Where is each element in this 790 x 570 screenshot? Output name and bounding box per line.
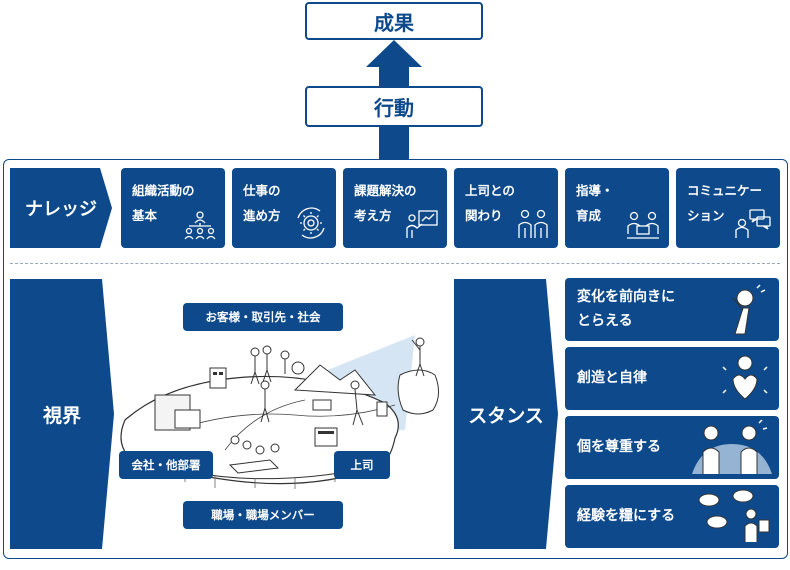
chat-bubbles-icon — [735, 209, 771, 238]
stance-tag: スタンス — [454, 279, 558, 549]
knowledge-tag: ナレッジ — [10, 168, 112, 248]
label-company-text: 会社・他部署 — [131, 458, 201, 472]
label-customers-text: お客様・取引先・社会 — [205, 310, 321, 324]
knowledge-card-communication: コミュニケー ション — [676, 168, 780, 248]
label-boss-text: 上司 — [350, 458, 374, 472]
stance-card-creativity: 創造と自律 — [565, 347, 779, 410]
divider — [10, 263, 780, 264]
presentation-board-icon — [406, 210, 438, 238]
knowledge-card-problem: 課題解決の 考え方 — [343, 168, 447, 248]
heart-person-icon — [722, 355, 768, 400]
knowledge-card-label: 組織活動の 基本 — [132, 183, 195, 223]
label-company: 会社・他部署 — [119, 451, 213, 479]
knowledge-card-work: 仕事の 進め方 — [232, 168, 336, 248]
gear-cycle-icon — [297, 207, 325, 239]
action-box: 行動 — [305, 86, 483, 127]
reflection-person-icon — [698, 489, 770, 542]
two-persons-respect-icon — [692, 419, 772, 474]
stance-card-label: 創造と自律 — [577, 370, 647, 386]
stance-card-label: 変化を前向きに とらえる — [577, 289, 675, 329]
knowledge-card-label: 仕事の 進め方 — [243, 183, 281, 223]
upward-arrow — [366, 40, 422, 160]
knowledge-card-guidance: 指導・ 育成 — [565, 168, 669, 248]
vision-tag: 視界 — [10, 279, 114, 549]
knowledge-card-label: 課題解決の 考え方 — [354, 183, 417, 223]
knowledge-card-label: 指導・ 育成 — [576, 183, 614, 223]
stance-card-change: 変化を前向きに とらえる — [565, 278, 779, 341]
knowledge-card-label: コミュニケー ション — [687, 183, 763, 223]
thinking-person-icon — [732, 284, 766, 335]
workplace-island-illustration — [120, 335, 439, 489]
org-chart-icon — [184, 211, 216, 240]
vision-tag-label: 視界 — [42, 404, 81, 427]
stance-card-label: 経験を糧にする — [577, 508, 676, 524]
label-workplace: 職場・職場メンバー — [183, 501, 343, 529]
label-customers: お客様・取引先・社会 — [183, 303, 343, 331]
two-people-icon — [518, 209, 548, 238]
knowledge-card-boss: 上司との 関わり — [454, 168, 558, 248]
knowledge-tag-label: ナレッジ — [25, 199, 97, 220]
label-boss: 上司 — [334, 451, 390, 479]
label-workplace-text: 職場・職場メンバー — [211, 508, 315, 522]
result-box: 成果 — [305, 2, 483, 40]
result-label: 成果 — [374, 10, 414, 35]
action-label: 行動 — [374, 96, 414, 120]
stance-card-experience: 経験を糧にする — [565, 485, 779, 548]
stance-card-label: 個を尊重する — [577, 439, 661, 455]
stance-tag-label: スタンス — [468, 404, 544, 427]
knowledge-card-label: 上司との 関わり — [465, 183, 515, 223]
mentoring-icon — [627, 211, 659, 239]
knowledge-card-org: 組織活動の 基本 — [121, 168, 225, 248]
stance-card-respect: 個を尊重する — [565, 416, 779, 479]
